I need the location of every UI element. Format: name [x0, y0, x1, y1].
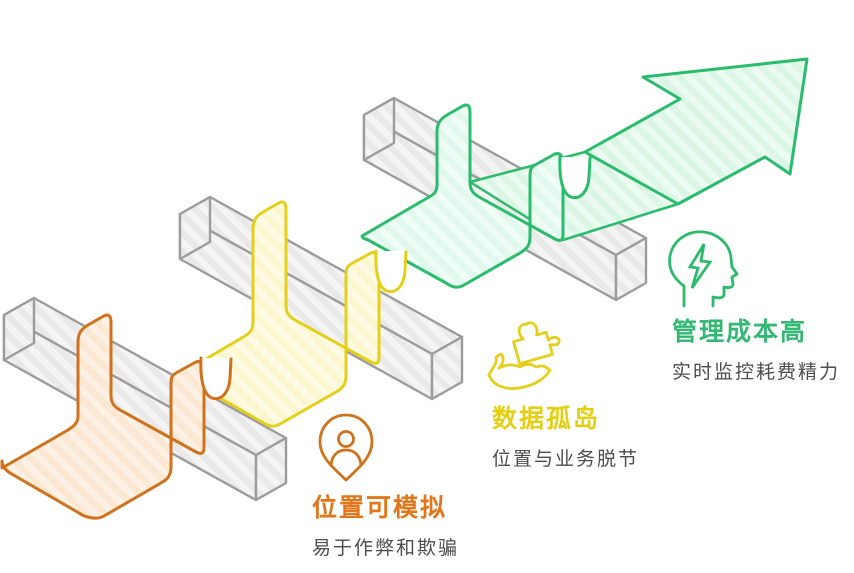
callout-position-simulatable: 位置可模拟 易于作弊和欺骗	[312, 488, 459, 560]
callout-data-silo: 数据孤岛 位置与业务脱节	[492, 399, 639, 471]
head-lightning-icon	[668, 230, 739, 308]
callout-management-cost: 管理成本高 实时监控耗费精力	[672, 312, 840, 384]
ribbon-fold-loop-yellow	[375, 251, 406, 292]
callout-subtitle: 位置与业务脱节	[492, 449, 640, 470]
ribbon-segment-green	[360, 103, 592, 289]
hurdle-bar-1	[2, 296, 288, 502]
callout-title: 数据孤岛	[492, 405, 601, 433]
hand-puzzle-icon	[487, 321, 561, 390]
callout-subtitle: 实时监控耗费精力	[672, 362, 841, 383]
ribbon-fold-loop-green	[559, 157, 590, 198]
person-pin-icon	[318, 413, 374, 482]
callout-subtitle: 易于作弊和欺骗	[312, 538, 460, 559]
callout-title: 管理成本高	[672, 318, 808, 346]
success-arrow	[583, 57, 809, 206]
callout-title: 位置可模拟	[312, 494, 448, 522]
ribbon-fold-loop-orange	[200, 358, 231, 399]
ribbon-segment-orange	[0, 313, 233, 520]
